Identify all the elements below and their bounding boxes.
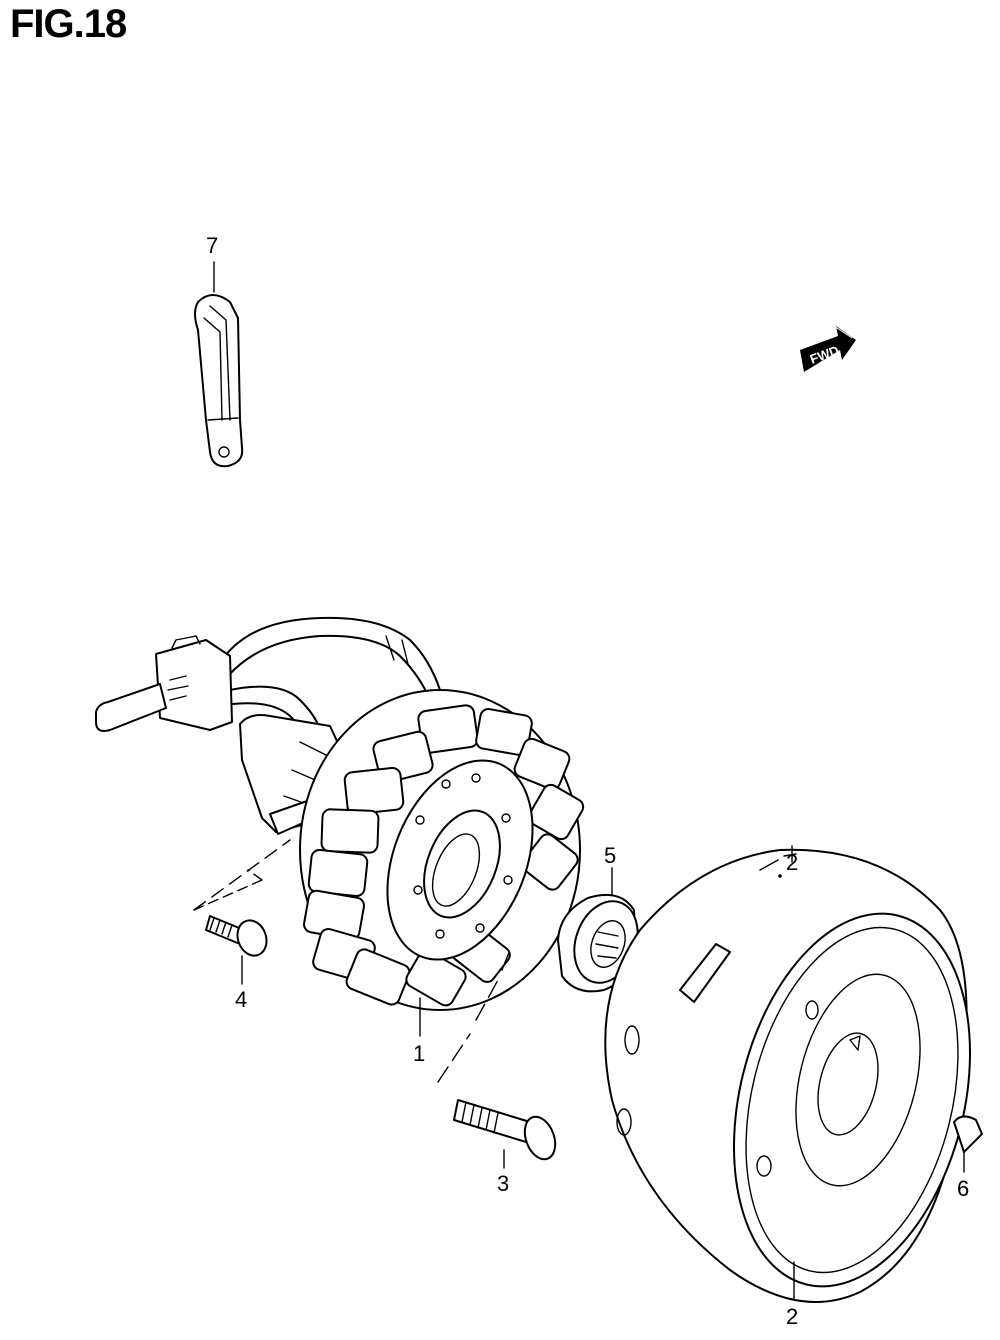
screw-part-4[interactable] bbox=[193, 839, 291, 985]
callout-7: 7 bbox=[206, 233, 218, 258]
callout-1: 1 bbox=[413, 1041, 425, 1066]
flywheel-rotor-part-2[interactable] bbox=[604, 845, 1000, 1311]
callout-2-top: 2 bbox=[786, 850, 798, 875]
forward-direction-arrow: FWD bbox=[800, 324, 856, 372]
figure-title: FIG.18 bbox=[10, 2, 127, 46]
callout-3: 3 bbox=[497, 1171, 509, 1196]
callout-labels: 7 5 4 1 3 6 2 2 bbox=[206, 233, 969, 1329]
callout-6: 6 bbox=[957, 1176, 969, 1201]
callout-4: 4 bbox=[235, 987, 247, 1012]
callout-2-bottom: 2 bbox=[786, 1304, 798, 1329]
callout-5: 5 bbox=[604, 843, 616, 868]
wire-clamp-part-7[interactable] bbox=[194, 261, 244, 468]
screw-part-3[interactable] bbox=[437, 949, 561, 1169]
stator-part-1[interactable] bbox=[95, 616, 586, 1037]
key-part-6[interactable] bbox=[953, 1115, 983, 1173]
